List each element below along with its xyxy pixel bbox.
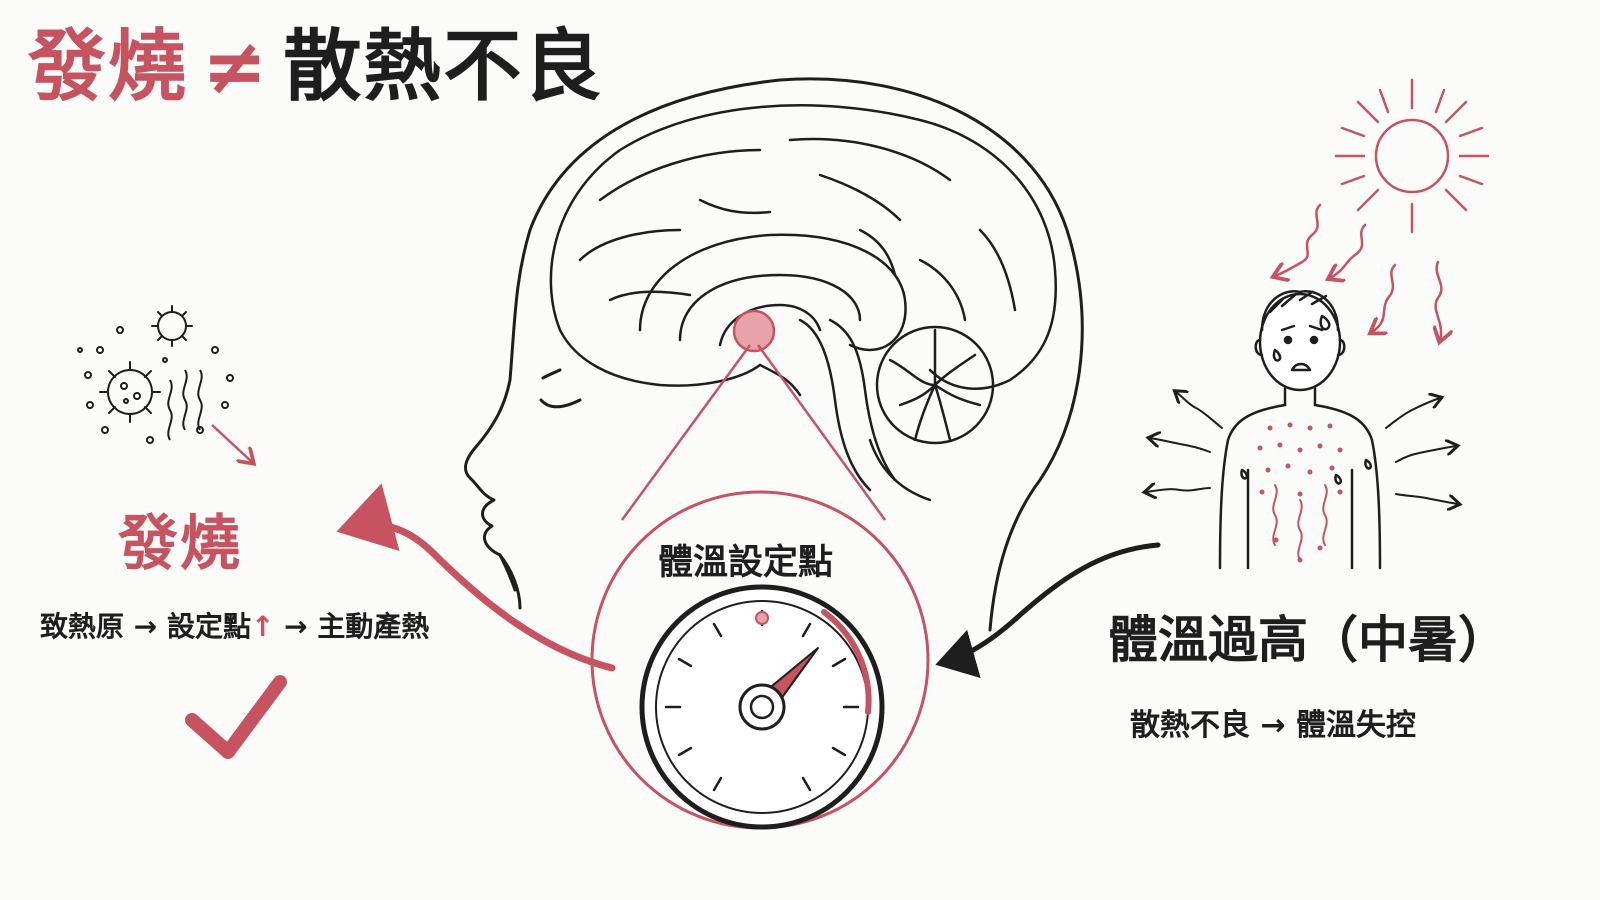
heat-radiation-arrows (1146, 392, 1458, 504)
body-heat-lines (1272, 484, 1328, 561)
virus-icon (77, 305, 234, 444)
hyperthermia-mechanism: 散熱不良 → 體溫失控 (1130, 708, 1417, 743)
setpoint-label: 體溫設定點 (658, 543, 834, 583)
sun-icon (1334, 78, 1490, 234)
title-not-equal: ≠ (202, 22, 270, 112)
brain-icon (549, 104, 1057, 502)
arrow-to-setpoint (935, 542, 1161, 678)
title-fever: 發燒 (28, 22, 189, 112)
zoom-line-right (756, 344, 887, 521)
title-poor-heat: 散熱不良 (283, 22, 604, 112)
thermostat-gauge-icon (639, 584, 885, 830)
setpoint-up-arrow: ↑ (250, 610, 275, 643)
zoom-line-left (620, 344, 752, 521)
sweating-person-icon (1218, 290, 1382, 570)
hyperthermia-label: 體溫過高（中暑） (1108, 611, 1508, 669)
fever-mechanism: 致熱原 → 設定點↑ → 主動產熱 (40, 605, 429, 645)
fever-mechanism-part1: 致熱原 → 設定點 (40, 610, 251, 643)
heat-rays (1275, 203, 1441, 340)
arrow-to-fever (336, 483, 616, 672)
fever-label: 發燒 (118, 509, 242, 579)
head-profile (463, 77, 1084, 632)
page-title: 發燒≠散熱不良 (28, 28, 603, 106)
fever-mechanism-part2: → 主動產熱 (274, 610, 430, 643)
hypothalamus-marker (732, 309, 776, 353)
check-icon (185, 675, 287, 759)
pathogen-arrow (211, 424, 252, 462)
